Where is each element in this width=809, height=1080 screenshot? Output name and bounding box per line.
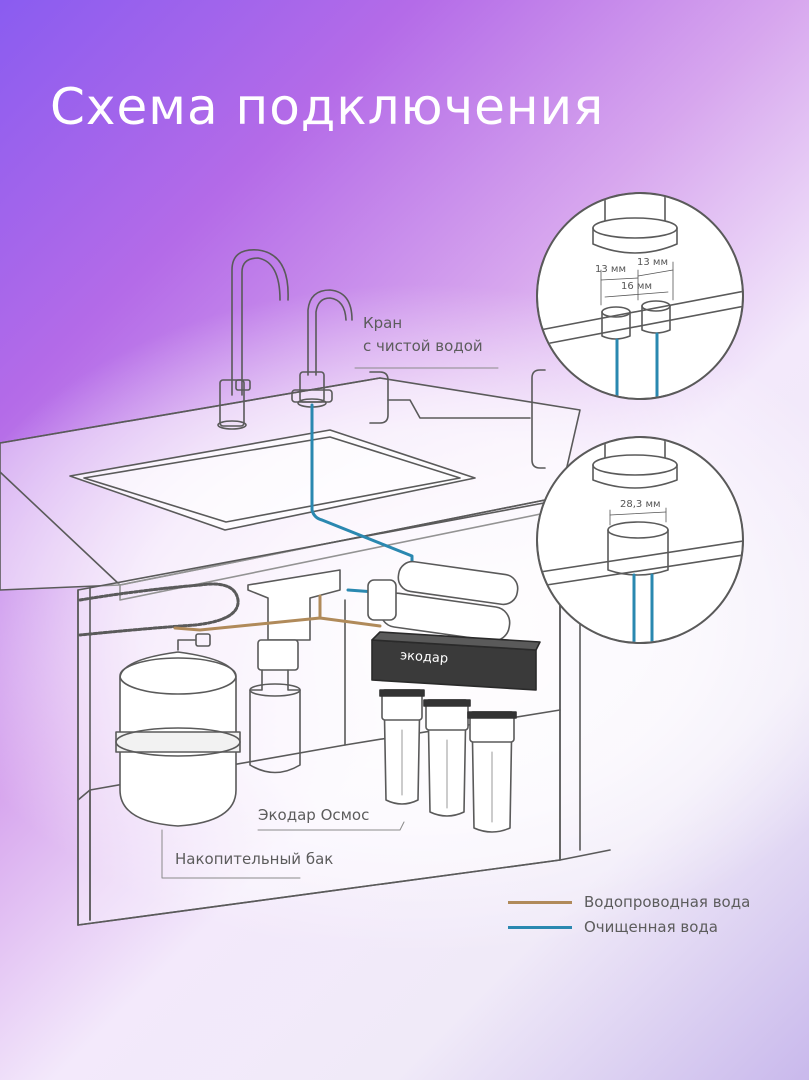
tap-water-line bbox=[173, 616, 382, 632]
faucet-label: Кран bbox=[363, 314, 403, 332]
storage-tank bbox=[115, 633, 241, 827]
dim-13mm-right: 13 мм bbox=[637, 257, 668, 268]
legend-swatch-clean bbox=[508, 925, 572, 929]
legend-label-clean: Очищенная вода bbox=[584, 918, 718, 936]
dim-16mm: 16 мм bbox=[621, 281, 652, 292]
legend-clean-water: Очищенная вода bbox=[508, 918, 718, 936]
clean-water-line bbox=[310, 403, 414, 567]
osmos-label: Экодар Осмос bbox=[258, 806, 370, 824]
clean-water-faucet bbox=[291, 289, 353, 408]
page-title: Схема подключения bbox=[50, 78, 605, 136]
legend-tap-water: Водопроводная вода bbox=[508, 893, 750, 911]
legend-swatch-tap bbox=[508, 900, 572, 904]
tank-label: Накопительный бак bbox=[175, 850, 334, 868]
legend-label-tap: Водопроводная вода bbox=[584, 893, 751, 911]
label-leaders bbox=[161, 821, 405, 879]
ro-filter-system bbox=[367, 560, 541, 833]
callout-two-tube-connection bbox=[536, 192, 744, 400]
sink bbox=[69, 429, 476, 531]
faucet-label-line2: с чистой водой bbox=[363, 337, 483, 355]
callout-connector bbox=[369, 369, 546, 469]
dim-28mm: 28,3 мм bbox=[620, 499, 661, 510]
corrugated-hose bbox=[78, 582, 240, 637]
dim-13mm-left: 13 мм bbox=[595, 264, 626, 275]
callout-single-tube-connection bbox=[536, 436, 744, 644]
mixer-faucet bbox=[217, 249, 289, 430]
